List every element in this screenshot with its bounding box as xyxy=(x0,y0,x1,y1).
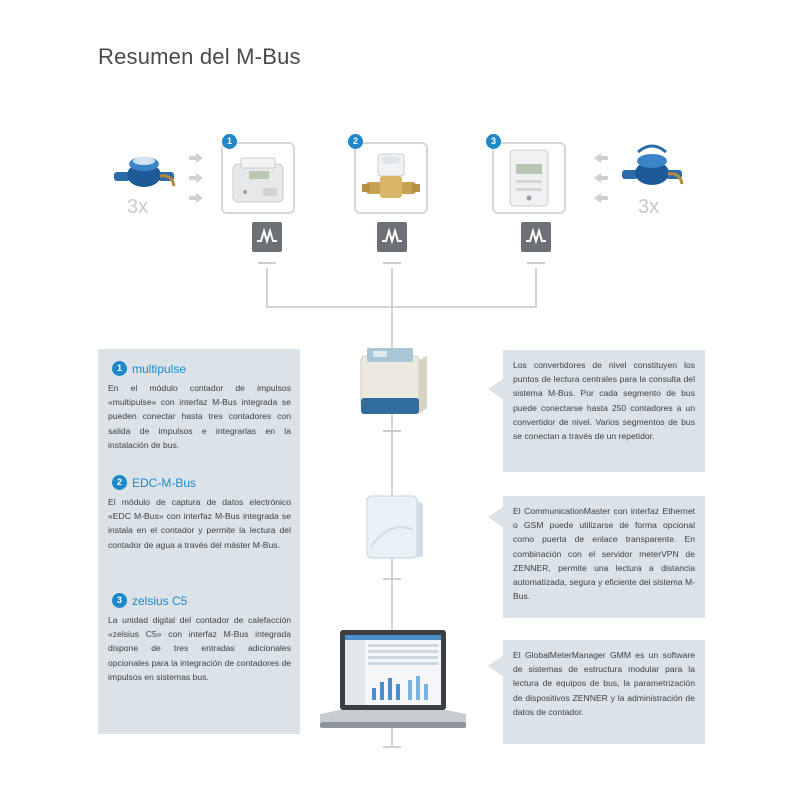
meter-count-left: 3x xyxy=(127,196,149,218)
info-box-communication-master: El CommunicationMaster con interfaz Ethe… xyxy=(503,496,705,618)
converter-connector xyxy=(383,430,401,432)
mbus-connector xyxy=(383,262,401,264)
info-box-level-converter: Los convertidores de nivel constituyen l… xyxy=(503,350,705,472)
section-badge-3: 3 xyxy=(112,593,127,608)
page-title: Resumen del M-Bus xyxy=(98,44,301,69)
section-text-edc-m-bus: El módulo de captura de datos electrónic… xyxy=(108,497,291,550)
bus-line-horizontal xyxy=(266,306,537,308)
section-title-multipulse: multipulse xyxy=(132,362,187,376)
info-text-level-converter: Los convertidores de nivel constituyen l… xyxy=(513,360,695,442)
pointer-arrow-icon xyxy=(488,378,504,400)
communication-master-device-icon xyxy=(366,495,423,559)
info-box-global-meter-manager: El GlobalMeterManager GMM es un software… xyxy=(503,640,705,744)
section-text-multipulse: En el módulo contador de impulsos «multi… xyxy=(108,383,291,450)
edc-water-meter-icon xyxy=(362,153,420,198)
mbus-interface-icon xyxy=(521,222,551,252)
arrow-left-icon xyxy=(594,173,608,183)
device-edc-m-bus xyxy=(354,142,428,214)
info-text-communication-master: El CommunicationMaster con interfaz Ethe… xyxy=(513,506,695,602)
water-meter-left-icon xyxy=(114,157,176,187)
level-converter-device-icon xyxy=(360,348,427,414)
arrow-right-icon xyxy=(189,193,203,203)
device-badge-3: 3 xyxy=(486,134,501,149)
pointer-arrow-icon xyxy=(488,506,504,528)
section-title-zelsius-c5: zelsius C5 xyxy=(132,594,188,608)
device-multipulse xyxy=(221,142,295,214)
arrow-right-icon xyxy=(189,173,203,183)
device-badge-2: 2 xyxy=(348,134,363,149)
arrow-left-icon xyxy=(594,193,608,203)
meter-count-right: 3x xyxy=(638,196,660,218)
bus-line-mid-drop xyxy=(391,268,393,308)
arrow-left-icon xyxy=(594,153,608,163)
zelsius-heat-meter-icon xyxy=(509,149,549,207)
section-badge-1: 1 xyxy=(112,361,127,376)
mbus-interface-icon xyxy=(377,222,407,252)
laptop-connector xyxy=(383,746,401,748)
multipulse-module-icon xyxy=(232,157,284,203)
arrow-right-icon xyxy=(189,153,203,163)
section-title-edc-m-bus: EDC-M-Bus xyxy=(132,476,197,490)
bus-line-left-drop xyxy=(266,268,268,308)
info-text-global-meter-manager: El GlobalMeterManager GMM es un software… xyxy=(513,650,695,717)
mbus-interface-icon xyxy=(252,222,282,252)
mbus-connector xyxy=(258,262,276,264)
comm-master-connector xyxy=(383,578,401,580)
section-badge-2: 2 xyxy=(112,475,127,490)
laptop-gmm-software-icon xyxy=(320,630,466,728)
pointer-arrow-icon xyxy=(488,655,504,677)
bus-line-right-drop xyxy=(535,268,537,308)
device-zelsius-c5 xyxy=(492,142,566,214)
device-descriptions-panel xyxy=(98,349,300,734)
water-meter-right-icon xyxy=(622,144,684,185)
section-text-zelsius-c5: La unidad digital del contador de calefa… xyxy=(108,615,291,682)
device-badge-1: 1 xyxy=(222,134,237,149)
mbus-connector xyxy=(527,262,545,264)
